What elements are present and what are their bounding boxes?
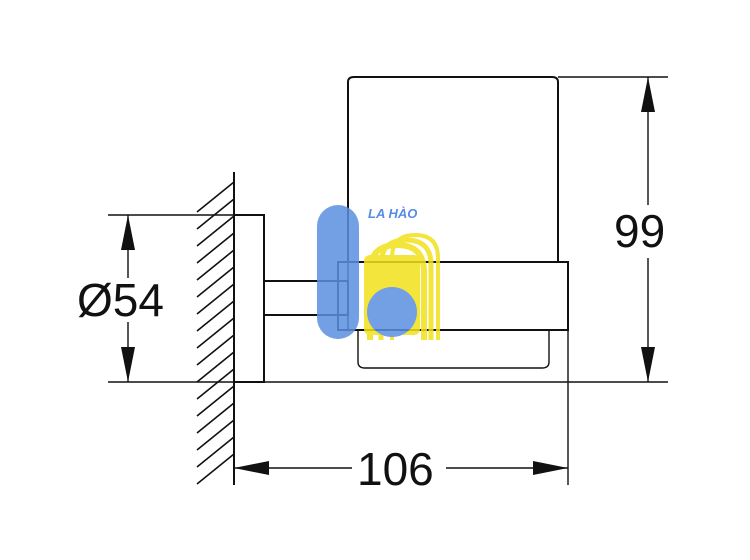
wall-hatching (196, 181, 235, 485)
width-dimension: 106 (234, 443, 568, 495)
logo-blue-bar (317, 205, 359, 339)
hatch-line (196, 402, 235, 434)
diameter-label: Ø54 (77, 274, 164, 326)
arrowhead-up (641, 77, 655, 112)
hatch-line (196, 419, 235, 451)
watermark-logo: LA HÀO (317, 205, 440, 340)
hatch-line (196, 334, 235, 366)
arrowhead-down (121, 347, 135, 382)
hatch-line (196, 181, 235, 213)
height-label: 99 (614, 205, 665, 257)
arrowhead-right (533, 461, 568, 475)
logo-text: LA HÀO (368, 206, 417, 221)
hatch-line (196, 453, 235, 485)
logo-yellow-arc (390, 232, 440, 340)
hatch-line (196, 368, 235, 400)
hatch-line (196, 198, 235, 230)
hatch-line (196, 436, 235, 468)
arrowhead-left (234, 461, 269, 475)
hatch-line (196, 300, 235, 332)
width-label: 106 (357, 443, 434, 495)
diameter-dimension: Ø54 (77, 215, 164, 382)
hatch-line (196, 351, 235, 383)
wall (196, 172, 235, 485)
glass-bottom (357, 330, 550, 369)
hatch-line (196, 385, 235, 417)
logo-blue-dot (367, 287, 417, 337)
mounting-plate (233, 214, 265, 383)
hatch-line (196, 232, 235, 264)
hatch-line (196, 283, 235, 315)
arrowhead-up (121, 215, 135, 250)
arrowhead-down (641, 347, 655, 382)
hatch-line (196, 266, 235, 298)
height-dimension: 99 (614, 77, 665, 382)
hatch-line (196, 249, 235, 281)
hatch-line (196, 215, 235, 247)
glass-tumbler (347, 76, 559, 262)
hatch-line (196, 317, 235, 349)
